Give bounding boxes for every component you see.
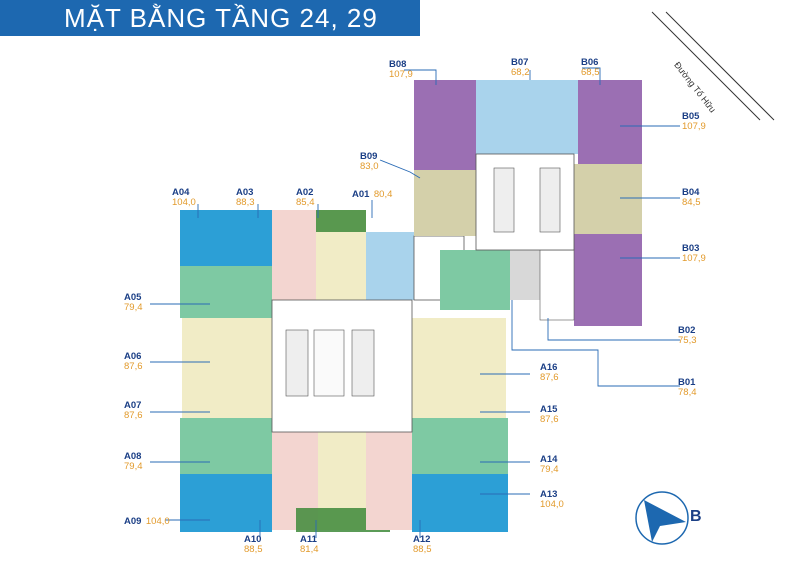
label-a01: A01 80,4: [352, 189, 393, 200]
unit-a04[interactable]: [180, 210, 272, 266]
unit-a12[interactable]: [366, 432, 412, 530]
leader-lines: [150, 67, 680, 538]
unit-b05[interactable]: [578, 80, 642, 164]
unit-a08[interactable]: [180, 418, 272, 474]
unit-b06[interactable]: [532, 80, 578, 154]
unit-a06[interactable]: [182, 318, 272, 368]
unit-a13[interactable]: [412, 474, 508, 532]
title-banner: MẶT BẰNG TẦNG 24, 29: [0, 0, 420, 36]
unit-b02[interactable]: [510, 250, 540, 300]
page-title: MẶT BẰNG TẦNG 24, 29: [64, 3, 378, 33]
unit-b07[interactable]: [476, 80, 532, 154]
unit-a01[interactable]: [366, 232, 414, 300]
unit-b08[interactable]: [414, 80, 476, 170]
stair-a2: [351, 329, 375, 397]
unit-b03[interactable]: [574, 234, 642, 326]
stair-a1: [285, 329, 309, 397]
compass-arrow-icon: [644, 500, 686, 542]
unit-a07[interactable]: [182, 368, 272, 418]
unit-a15[interactable]: [412, 368, 506, 418]
stair-b2: [539, 167, 561, 233]
building-b: [414, 80, 642, 326]
unit-a14[interactable]: [412, 418, 508, 474]
unit-a09[interactable]: [180, 474, 272, 532]
logo: [635, 491, 689, 545]
unit-a16[interactable]: [412, 318, 506, 368]
road-line-2: [665, 11, 775, 121]
unit-a05[interactable]: [180, 266, 272, 318]
building-a: [180, 210, 508, 532]
label-a09: A09 104,0: [124, 516, 170, 527]
lift-a: [313, 329, 345, 397]
unit-a03[interactable]: [272, 210, 316, 300]
unit-b01[interactable]: [440, 250, 510, 310]
unit-b04[interactable]: [574, 164, 642, 234]
unit-b09[interactable]: [414, 170, 476, 236]
balcony-green-top: [316, 210, 366, 232]
stair-b1: [493, 167, 515, 233]
connector: [413, 235, 540, 310]
unit-b02-detail: [539, 249, 575, 321]
road-line-1: [651, 11, 761, 121]
logo-letter: B: [690, 508, 702, 525]
